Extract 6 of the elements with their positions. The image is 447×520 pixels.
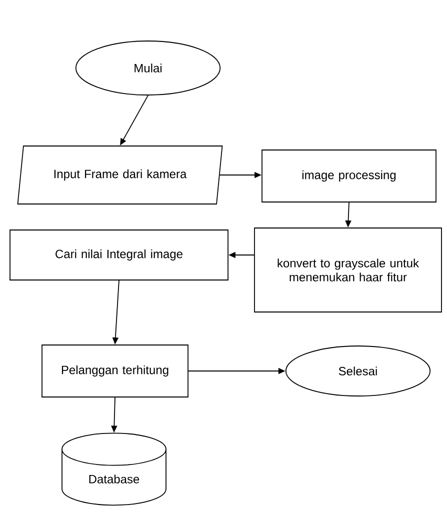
process-box: Pelanggan terhitung — [42, 344, 188, 398]
process-box: Cari nilai Integral image — [10, 230, 228, 280]
process-box: konvert to grayscale untuk menemukan haar fitur — [254, 228, 442, 312]
process-box: image processing — [262, 150, 436, 202]
database-cylinder: Database — [62, 432, 166, 506]
input-parallelogram: Input Frame dari kamera — [17, 146, 223, 204]
